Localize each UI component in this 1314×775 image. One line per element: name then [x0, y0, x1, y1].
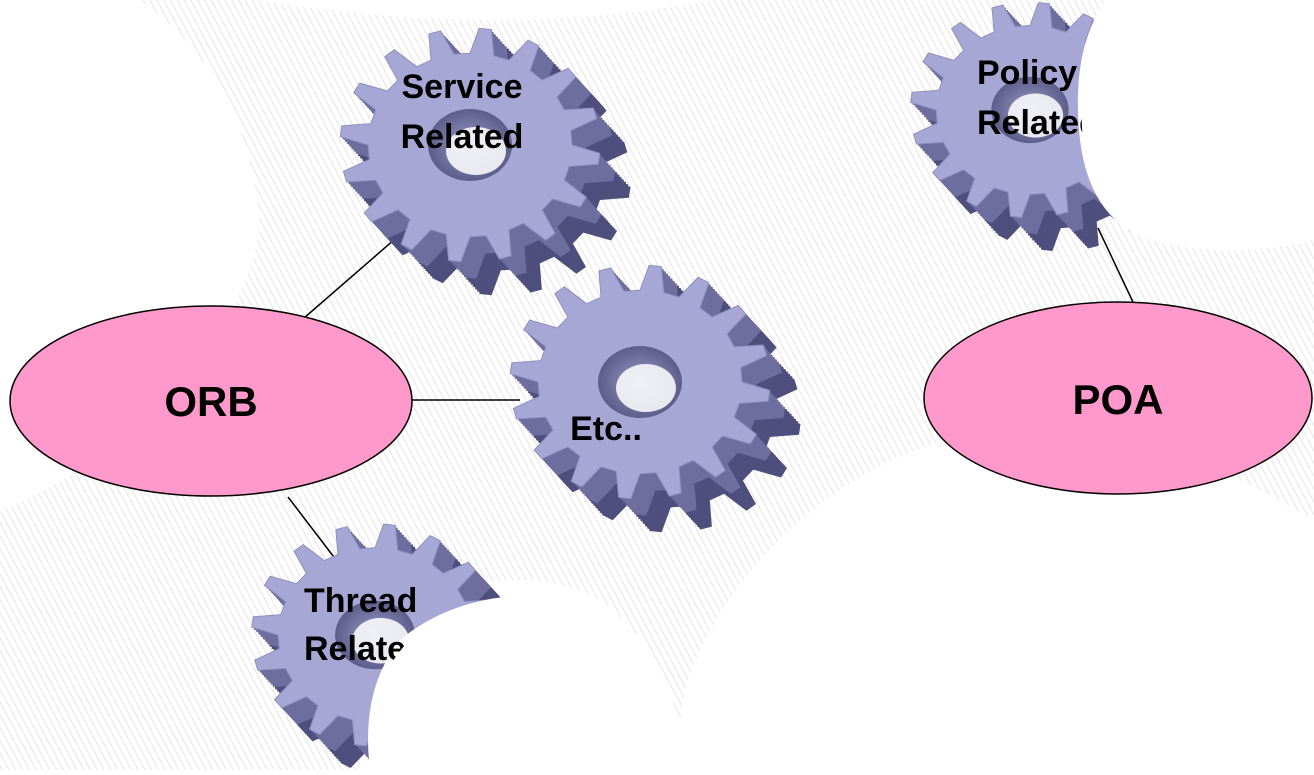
- occluder-thread-front: [370, 599, 690, 770]
- gear-etc: [509, 264, 801, 533]
- orb-label: ORB: [164, 378, 257, 425]
- orb-ellipse: [9, 305, 413, 497]
- etc-label: Etc..: [570, 410, 642, 448]
- connector-poa-policy: [1097, 227, 1134, 303]
- gear-hole-opening: [616, 364, 676, 412]
- thread-label-line1: Thread: [304, 582, 417, 620]
- orb-node: ORB: [9, 305, 413, 497]
- service-label-line2: Related: [401, 118, 524, 156]
- connector-orb-thread: [287, 496, 341, 566]
- policy-label-line1: Policy: [977, 54, 1077, 92]
- gear-hole-opening: [446, 127, 506, 175]
- gear-hole-opening: [1007, 93, 1064, 138]
- gear-service-related: [339, 27, 631, 296]
- service-label-line1: Service: [402, 68, 523, 106]
- poa-label: POA: [1072, 376, 1163, 423]
- occluder-policy-front: [1081, 0, 1314, 250]
- poa-node: POA: [923, 301, 1313, 495]
- poa-ellipse: [923, 301, 1313, 495]
- policy-label-line2: Related: [977, 104, 1100, 142]
